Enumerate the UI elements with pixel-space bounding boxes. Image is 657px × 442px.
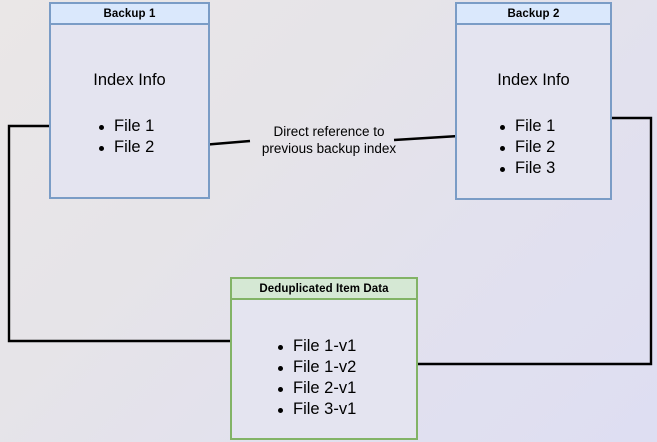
list-item: File 2 [497,137,555,158]
direct-reference-annotation-line-2: previous backup index [261,141,397,156]
box-backup-1-title: Backup 1 [51,4,208,25]
backup-1-file-list: File 1 File 2 [96,116,154,158]
list-item: File 3-v1 [275,399,356,420]
box-backup-1[interactable]: Backup 1 Index Info File 1 File 2 [49,2,210,199]
list-item: File 1-v1 [275,336,356,357]
list-item: File 1-v2 [275,357,356,378]
list-item: File 3 [497,158,555,179]
box-deduplicated-item-data[interactable]: Deduplicated Item Data File 1-v1 File 1-… [230,277,418,440]
box-backup-1-body: Index Info File 1 File 2 [51,25,208,197]
list-item: File 2-v1 [275,378,356,399]
box-backup-2-title: Backup 2 [457,4,610,25]
box-deduplicated-item-data-body: File 1-v1 File 1-v2 File 2-v1 File 3-v1 [232,300,416,438]
direct-reference-annotation: Direct reference to previous backup inde… [249,123,409,157]
box-backup-2-body: Index Info File 1 File 2 File 3 [457,25,610,198]
list-item: File 1 [497,116,555,137]
backup-2-file-list: File 1 File 2 File 3 [497,116,555,179]
list-item: File 2 [96,137,154,158]
box-deduplicated-item-data-title: Deduplicated Item Data [232,279,416,300]
backup-1-index-info-label: Index Info [93,71,166,89]
box-backup-2[interactable]: Backup 2 Index Info File 1 File 2 File 3 [455,2,612,200]
backup-2-index-info-label: Index Info [497,71,570,89]
list-item: File 1 [96,116,154,137]
deduplicated-file-list: File 1-v1 File 1-v2 File 2-v1 File 3-v1 [275,336,356,420]
direct-reference-annotation-line-1: Direct reference to [273,124,385,139]
